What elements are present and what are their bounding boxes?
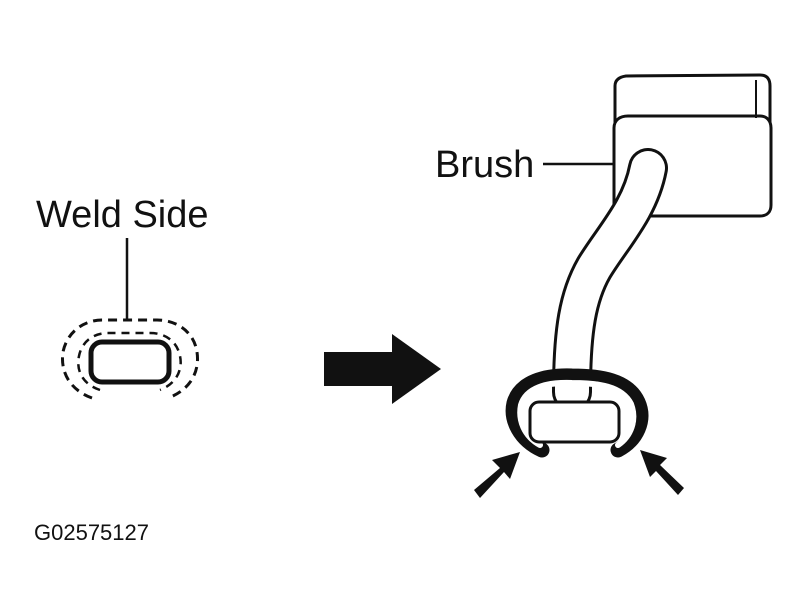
wire-end-solid — [88, 339, 172, 385]
brush-label: Brush — [435, 144, 534, 186]
arrow-diagonal-icon — [640, 450, 684, 495]
clip-outline-dashed — [60, 318, 200, 400]
weld-side-label: Weld Side — [36, 194, 209, 236]
brush-assembly: Brush — [435, 73, 773, 498]
arrow-right-icon — [324, 334, 441, 404]
weld-side-detail: Weld Side — [36, 194, 209, 400]
crimp-ring-inner — [517, 379, 637, 448]
arrow-diagonal-icon — [474, 452, 520, 498]
figure-code: G02575127 — [34, 520, 149, 545]
pigtail-wire — [555, 151, 665, 409]
crimp-ring — [505, 368, 649, 458]
crimped-wire-end — [528, 400, 621, 444]
clip-inner-dashed — [77, 331, 182, 392]
